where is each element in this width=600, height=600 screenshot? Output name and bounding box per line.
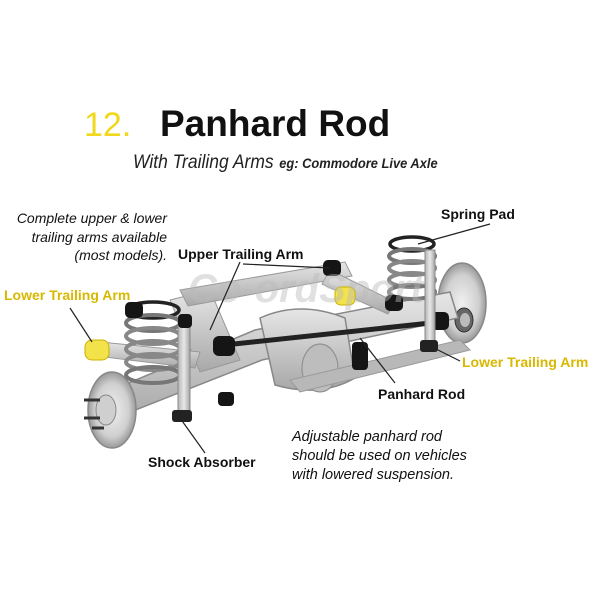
advice-line-1: Adjustable panhard rod <box>292 429 442 445</box>
black-bushings <box>125 260 403 406</box>
note-line-2: trailing arms available <box>31 228 167 245</box>
page-title: Panhard Rod <box>160 103 391 144</box>
highlighted-bushings <box>84 286 356 361</box>
label-lower-trailing-arm-left: Lower Trailing Arm <box>4 287 131 303</box>
adjustable-rod-advice: Adjustable panhard rod should be used on… <box>292 428 512 485</box>
leader-lines <box>69 223 491 454</box>
example-text: eg: Commodore Live Axle <box>279 155 438 171</box>
upper-trailing-arms <box>179 261 396 315</box>
note-line-3: (most models). <box>74 247 167 263</box>
advice-line-2: should be used on vehicles <box>292 448 467 464</box>
label-panhard-rod: Panhard Rod <box>378 386 466 402</box>
label-shock-absorber: Shock Absorber <box>148 454 256 470</box>
availability-note: Complete upper & lower trailing arms ava… <box>2 209 167 265</box>
label-spring-pad: Spring Pad <box>441 206 515 222</box>
left-brake-disc <box>84 371 137 449</box>
note-line-1: Complete upper & lower <box>16 210 167 226</box>
panhard-rod <box>213 312 449 356</box>
label-lower-trailing-arm-right: Lower Trailing Arm <box>462 354 589 370</box>
right-brake-disc <box>437 262 487 344</box>
subtitle-text: With Trailing Arms <box>133 152 274 173</box>
subtitle: With Trailing Arms eg: Commodore Live Axl… <box>133 152 438 174</box>
watermark: Co-ordSport <box>188 267 425 311</box>
section-number: 12. <box>84 106 132 144</box>
advice-line-3: with lowered suspension. <box>292 467 455 483</box>
left-coil-spring <box>124 300 182 385</box>
label-upper-trailing-arm: Upper Trailing Arm <box>178 246 304 262</box>
